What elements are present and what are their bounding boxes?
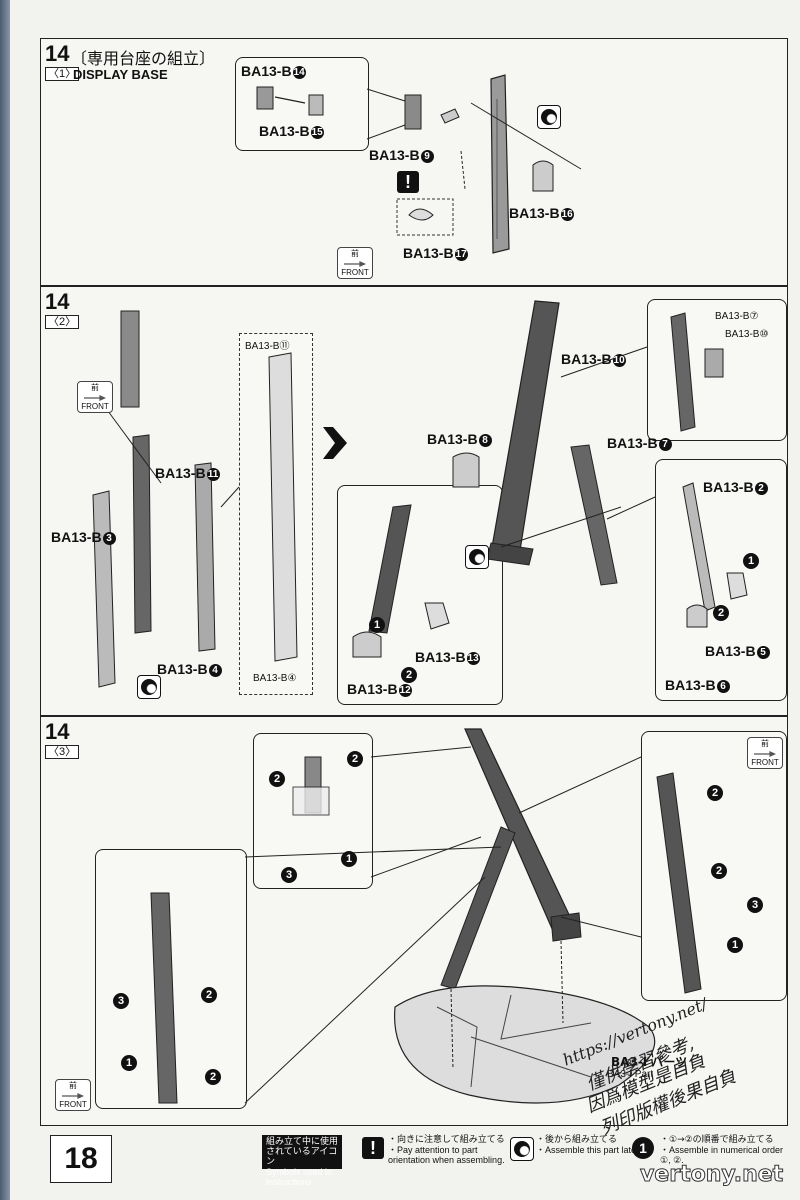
sequence-marker-2: 2 <box>205 1069 221 1085</box>
instruction-page: 14 〈1〉 〔専用台座の組立〕 DISPLAY BASE <box>40 38 788 1183</box>
panel1-illustration <box>256 74 582 254</box>
base-part-label-en: BA3-I Part <box>607 1069 654 1080</box>
legend-text-jp: ・後から組み立てる <box>536 1135 618 1145</box>
sub-assembly-box-right <box>655 459 787 701</box>
step-14-2-panel: 14 〈2〉 <box>40 286 788 716</box>
legend-item-orientation: ・向きに注意して組み立てる ・Pay attention to part ori… <box>388 1135 508 1165</box>
assemble-later-icon <box>510 1137 534 1161</box>
base-part-label-jp: BA3-I パーツ <box>611 1055 688 1069</box>
assemble-later-icon <box>137 675 161 699</box>
sequence-order-icon: 1 <box>632 1137 654 1159</box>
panel2-illustration <box>92 300 748 688</box>
step-title-en: DISPLAY BASE <box>73 67 168 82</box>
page-number: 18 <box>50 1135 112 1183</box>
legend-item-order: ・①→②の順番で組み立てる ・Assemble in numerical ord… <box>660 1135 786 1165</box>
assemble-later-icon <box>537 105 561 129</box>
sequence-marker-3: 3 <box>113 993 129 1009</box>
assemble-later-icon <box>465 545 489 569</box>
sequence-marker-1: 1 <box>121 1055 137 1071</box>
inset-label-b10: BA13-B⑩ <box>725 329 769 340</box>
sub-assembly-box-left <box>337 485 503 705</box>
sequence-marker-1: 1 <box>341 851 357 867</box>
sequence-marker-2: 2 <box>713 605 729 621</box>
orientation-warning-icon: ! <box>397 171 419 193</box>
substep-label: 〈2〉 <box>45 315 80 329</box>
legend-text-en: ・Pay attention to part orientation when … <box>388 1145 505 1165</box>
sequence-marker-3: 3 <box>281 867 297 883</box>
step-number: 14 <box>45 289 70 314</box>
substep-label: 〈1〉 <box>45 67 80 81</box>
substep-label: 〈3〉 <box>45 745 80 759</box>
step-number: 14 <box>45 41 70 66</box>
legend-text-en: ・Assemble in numerical order ①, ②. <box>660 1145 784 1165</box>
legend-text-jp: ・向きに注意して組み立てる <box>388 1135 505 1145</box>
sequence-marker-1: 1 <box>727 937 743 953</box>
legend-text-jp: ・①→②の順番で組み立てる <box>660 1135 774 1145</box>
sequence-marker-3: 3 <box>747 897 763 913</box>
watermark-site: vertony.net <box>639 1162 784 1188</box>
binding-spine <box>0 0 10 1200</box>
page-footer: 18 組み立て中に使用されているアイコン Symbols used in ins… <box>40 1135 788 1187</box>
legend-item-later: ・後から組み立てる ・Assemble this part later. <box>536 1135 646 1155</box>
sequence-marker-2: 2 <box>711 863 727 879</box>
legend-title: 組み立て中に使用されているアイコン Symbols used in instru… <box>262 1135 342 1187</box>
dashed-label-b11: BA13-B⑪ <box>245 341 290 352</box>
sequence-marker-2: 2 <box>269 771 285 787</box>
step-14-1-panel: 14 〈1〉 〔専用台座の組立〕 DISPLAY BASE <box>40 38 788 286</box>
sequence-marker-2: 2 <box>347 751 363 767</box>
legend-title-en: Symbols used in instructions <box>266 1167 333 1187</box>
sequence-marker-2: 2 <box>401 667 417 683</box>
legend-text-en: ・Assemble this part later. <box>536 1145 642 1155</box>
step-14-3-panel: 14 〈3〉 <box>40 716 788 1126</box>
sequence-marker-2: 2 <box>707 785 723 801</box>
step-title-jp: 〔専用台座の組立〕 <box>71 49 216 68</box>
sequence-marker-1: 1 <box>369 617 385 633</box>
sequence-marker-2: 2 <box>201 987 217 1003</box>
dashed-label-b4: BA13-B④ <box>253 673 297 684</box>
inset-label-b7: BA13-B⑦ <box>715 311 759 322</box>
orientation-warning-icon: ! <box>362 1137 384 1159</box>
sequence-marker-1: 1 <box>743 553 759 569</box>
step-number: 14 <box>45 719 70 744</box>
legend-title-jp: 組み立て中に使用されているアイコン <box>266 1137 339 1167</box>
panel3-illustration <box>150 728 702 1104</box>
